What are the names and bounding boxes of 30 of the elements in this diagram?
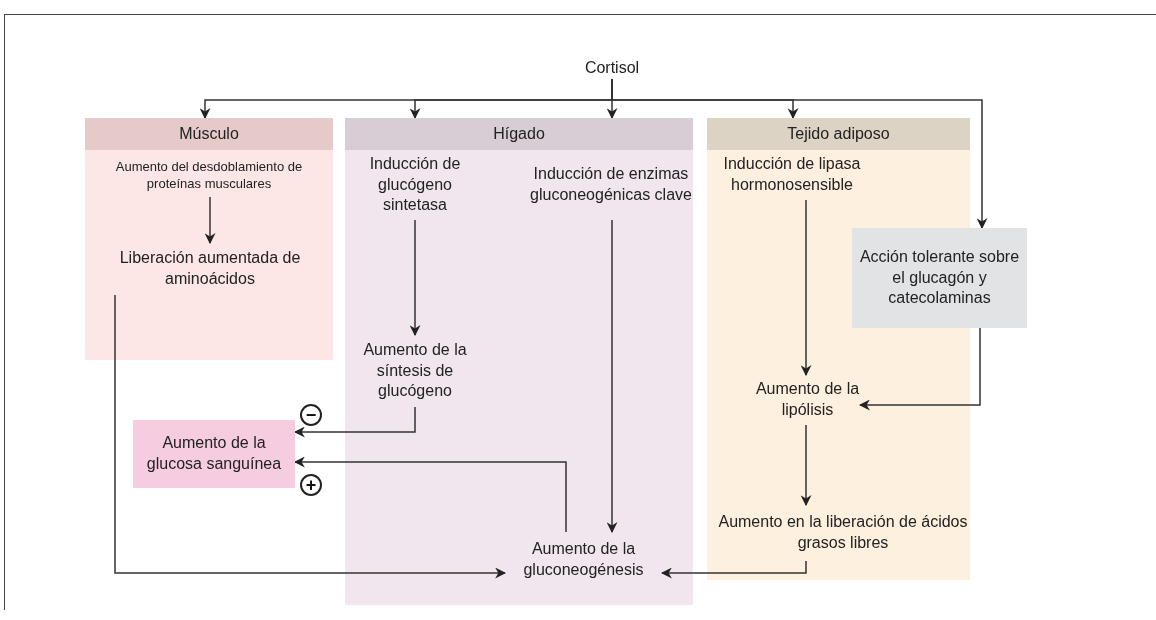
node-text: Aumento del desdoblamiento de proteínas musculares bbox=[88, 155, 330, 197]
panel-header: Músculo bbox=[85, 118, 333, 150]
arrow bbox=[114, 294, 507, 579]
node-text: Cortisol bbox=[562, 57, 662, 79]
node-text: Liberación aumentada de aminoácidos bbox=[105, 243, 315, 295]
arrow bbox=[611, 78, 988, 230]
node-text: Inducción de enzimas gluconeogénicas clave bbox=[530, 150, 692, 220]
tissue-panel bbox=[85, 118, 333, 360]
panel-header: Tejido adiposo bbox=[707, 118, 970, 150]
arrow bbox=[204, 196, 216, 245]
node-text: Inducción de lipasa hormonosensible bbox=[722, 150, 862, 200]
process-box: Aumento de la glucosa sanguínea bbox=[133, 420, 295, 488]
arrow bbox=[409, 219, 421, 337]
process-box: Acción tolerante sobre el glucagón y catecolaminas bbox=[852, 228, 1027, 328]
node-text: Aumento de la síntesis de glucógeno bbox=[352, 335, 478, 407]
node-text: Aumento en la liberación de ácidos grasos libres bbox=[716, 505, 970, 561]
arrow bbox=[606, 219, 618, 534]
arrow bbox=[660, 560, 807, 579]
node-text: Aumento de la lipólisis bbox=[755, 375, 860, 425]
arrow bbox=[800, 424, 812, 507]
edge-label: − bbox=[300, 404, 322, 426]
edge-label: + bbox=[300, 474, 322, 496]
node-text: Inducción de glucógeno sintetasa bbox=[355, 150, 475, 220]
panel-header: Hígado bbox=[345, 118, 693, 150]
arrow bbox=[858, 327, 981, 411]
arrow bbox=[293, 406, 416, 438]
node-text: Aumento de la gluconeogénesis bbox=[505, 532, 662, 588]
arrow bbox=[800, 199, 812, 377]
tissue-panel bbox=[345, 118, 693, 605]
arrow bbox=[293, 456, 567, 533]
